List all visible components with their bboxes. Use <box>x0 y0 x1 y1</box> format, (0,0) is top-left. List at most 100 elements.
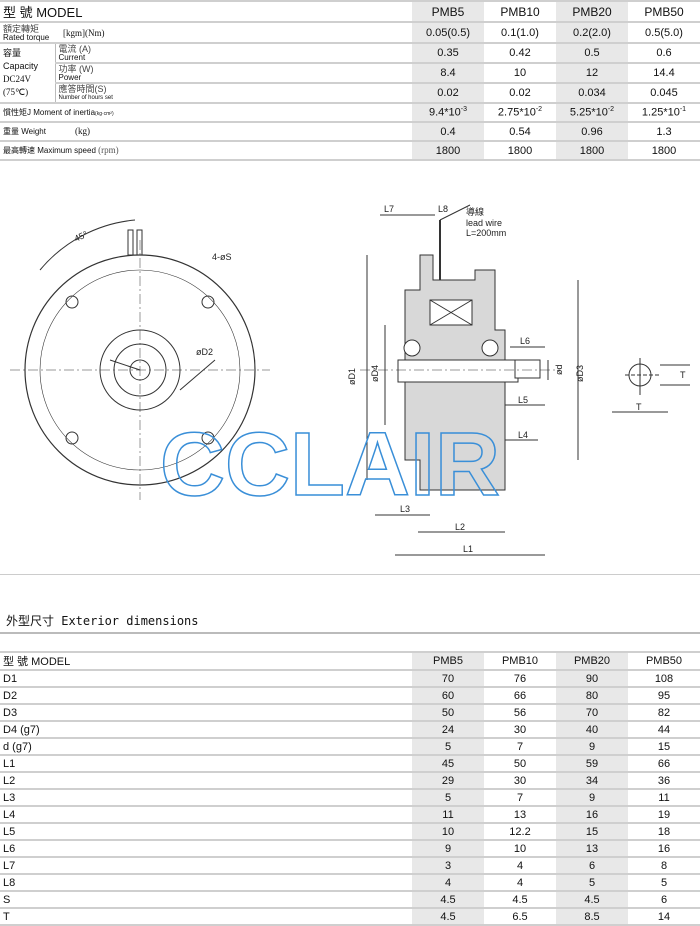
cell: 1.25*10-1 <box>628 103 700 123</box>
cell: 10 <box>484 63 556 84</box>
model-col: PMB50 <box>628 0 700 23</box>
cell: 0.02 <box>412 83 484 104</box>
cell: 30 <box>484 721 556 739</box>
cell: 34 <box>556 772 628 790</box>
cell: 44 <box>628 721 700 739</box>
model-label: 型 號 MODEL <box>0 0 412 23</box>
model-col: PMB10 <box>484 0 556 23</box>
cell: 13 <box>556 840 628 858</box>
front-view: 45° 4-øS øD2 <box>10 219 270 500</box>
unit: [kgm](Nm) <box>63 27 105 38</box>
cell: 12 <box>556 63 628 84</box>
row-label: L1 <box>0 755 412 773</box>
side-view: øD1 øD4 ød øD3 L1 L2 L3 L4 L5 L6 L7 L8 導… <box>347 204 585 556</box>
model-col: PMB20 <box>556 651 628 671</box>
d1-label: øD1 <box>347 368 357 385</box>
row-label: L3 <box>0 789 412 807</box>
cell: 14 <box>628 908 700 926</box>
l7-label: L7 <box>384 204 394 214</box>
unit: (kg) <box>75 126 90 136</box>
cell: 1.3 <box>628 122 700 142</box>
dims-header-row: 型 號 MODEL PMB5 PMB10 PMB20 PMB50 <box>0 651 700 671</box>
cell: 7 <box>484 738 556 756</box>
cell: 108 <box>628 670 700 688</box>
spec-row-response: 應答時間(S)Number of hours set 0.02 0.02 0.0… <box>0 83 700 104</box>
row-label: L8 <box>0 874 412 892</box>
section-title: 外型尺寸 Exterior dimensions <box>6 614 199 628</box>
cell: 9.4*10-3 <box>412 103 484 123</box>
lead-wire-length: L=200mm <box>466 228 506 238</box>
t-label: T <box>636 402 642 412</box>
cell: 7 <box>484 789 556 807</box>
divider <box>0 632 700 634</box>
cell: 9 <box>556 738 628 756</box>
label-cn: 額定轉矩 <box>3 23 40 34</box>
key-detail: T T <box>612 358 690 413</box>
label-cn: 應答時間(S) <box>58 84 107 94</box>
cell: 0.6 <box>628 43 700 64</box>
cell: 0.02 <box>484 83 556 104</box>
row-label: D3 <box>0 704 412 722</box>
cell: 70 <box>556 704 628 722</box>
cell: 0.05(0.5) <box>412 22 484 44</box>
cell: 4 <box>484 857 556 875</box>
cell: 1800 <box>628 141 700 161</box>
holes-label: 4-øS <box>212 252 232 262</box>
cell: 30 <box>484 772 556 790</box>
row-label: D2 <box>0 687 412 705</box>
cell: 0.4 <box>412 122 484 142</box>
cell: 0.54 <box>484 122 556 142</box>
l5-label: L5 <box>518 395 528 405</box>
cell: 50 <box>412 704 484 722</box>
cell: 1800 <box>484 141 556 161</box>
cell: 0.1(1.0) <box>484 22 556 44</box>
cell: 24 <box>412 721 484 739</box>
cell: 0.2(2.0) <box>556 22 628 44</box>
cell: 59 <box>556 755 628 773</box>
spec-row-weight: 重量 Weight(kg) 0.4 0.54 0.96 1.3 <box>0 122 700 142</box>
cell: 0.96 <box>556 122 628 142</box>
cell: 5 <box>412 789 484 807</box>
l6-label: L6 <box>520 336 530 346</box>
label: 最高轉速 Maximum speed <box>3 146 96 155</box>
unit: (kg·cm²) <box>95 111 114 117</box>
label-en: Current <box>58 53 86 62</box>
cell: 66 <box>628 755 700 773</box>
cell: 4 <box>412 874 484 892</box>
cell: 76 <box>484 670 556 688</box>
cell: 66 <box>484 687 556 705</box>
cell: 82 <box>628 704 700 722</box>
cell: 1800 <box>556 141 628 161</box>
cell: 56 <box>484 704 556 722</box>
d4-label: øD4 <box>370 365 380 382</box>
cell: 12.2 <box>484 823 556 841</box>
cell: 5.25*10-2 <box>556 103 628 123</box>
cell: 19 <box>628 806 700 824</box>
model-col: PMB10 <box>484 651 556 671</box>
cell: 6 <box>556 857 628 875</box>
watermark: CCLAIR <box>160 415 500 515</box>
cell: 95 <box>628 687 700 705</box>
label-cn: 電流 (A) <box>58 44 92 54</box>
cell: 10 <box>484 840 556 858</box>
cell: 9 <box>412 840 484 858</box>
row-label: D4 (g7) <box>0 721 412 739</box>
cell: 8.4 <box>412 63 484 84</box>
label-en: Power <box>58 73 82 82</box>
cell: 0.5(5.0) <box>628 22 700 44</box>
l4-label: L4 <box>518 430 528 440</box>
cell: 29 <box>412 772 484 790</box>
cell: 8.5 <box>556 908 628 926</box>
label-en: Rated torque <box>3 32 50 42</box>
row-label: d (g7) <box>0 738 412 756</box>
cell: 90 <box>556 670 628 688</box>
